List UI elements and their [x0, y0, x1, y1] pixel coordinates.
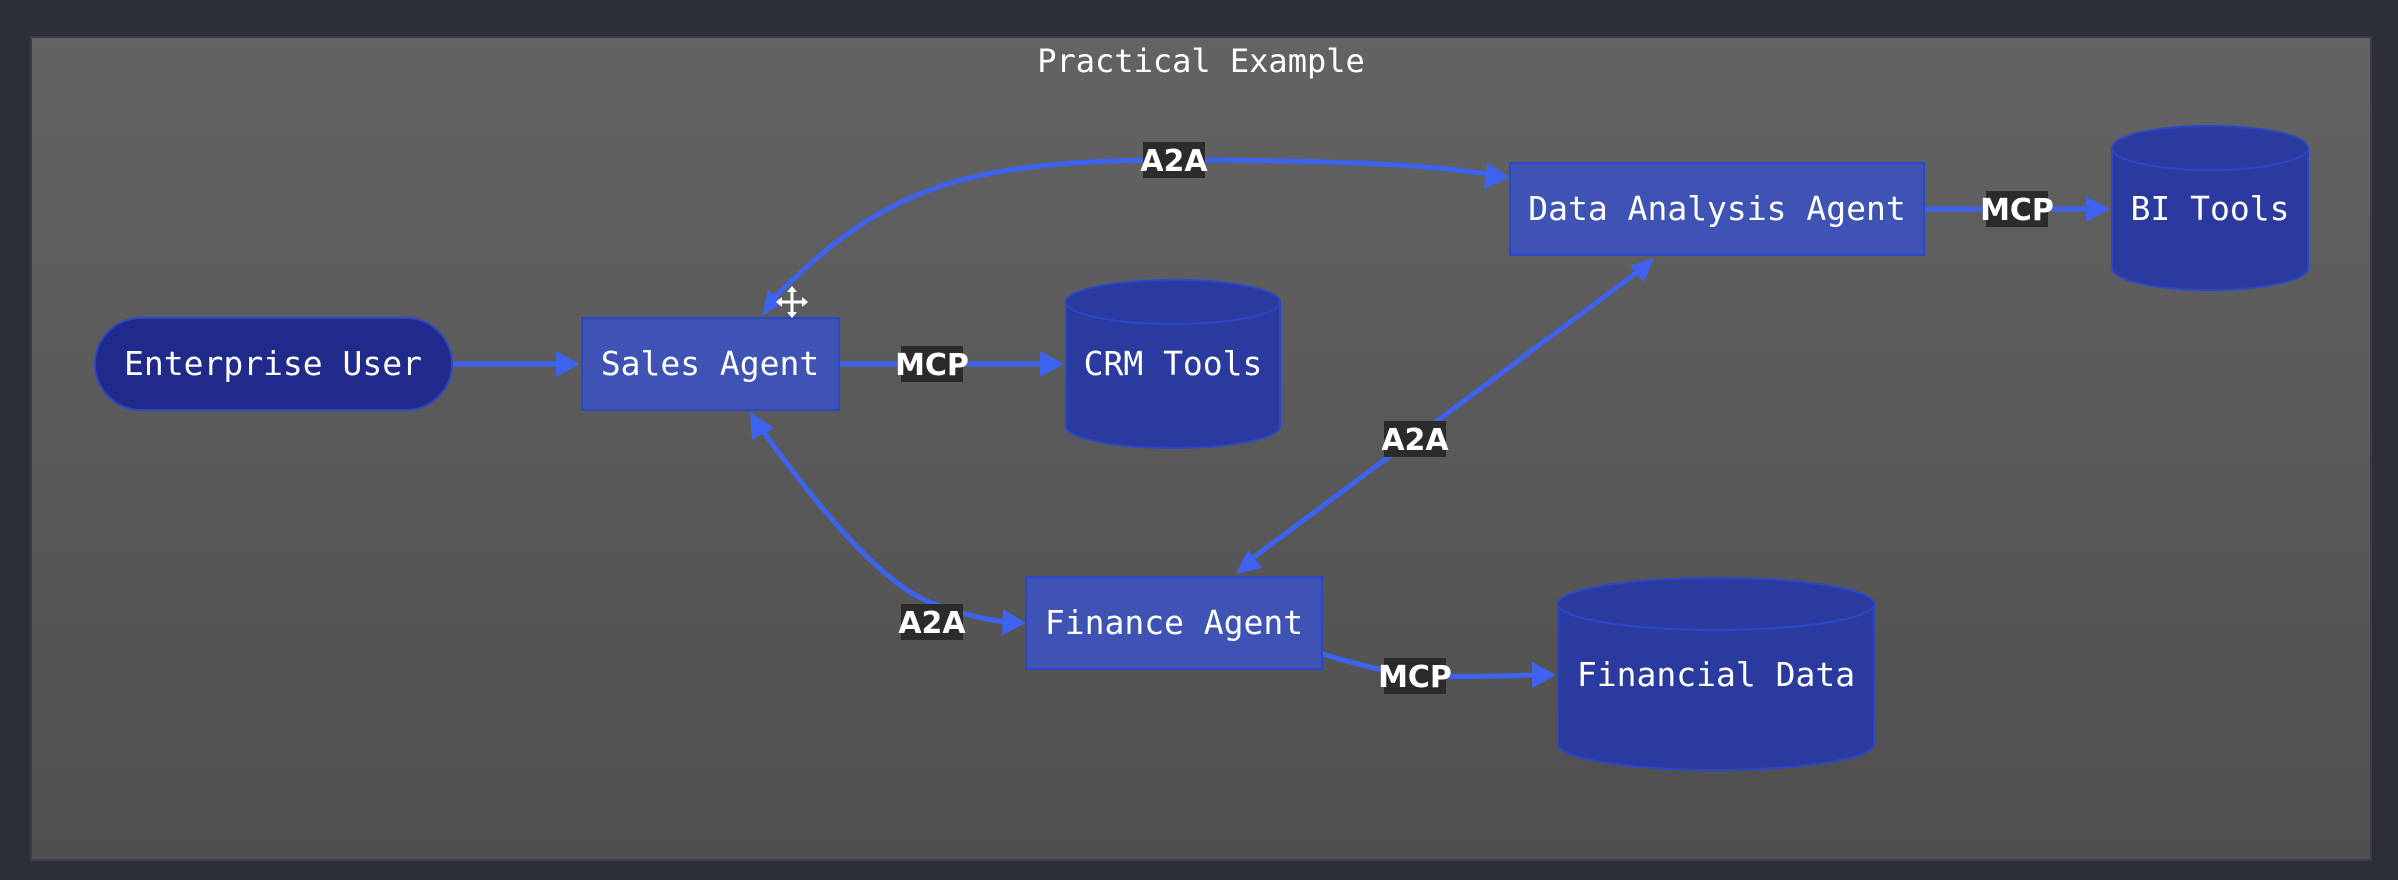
edge-data-to-bi[interactable]: MCP: [1921, 191, 2110, 228]
edge-finance-to-fdata-label: MCP: [1378, 660, 1452, 695]
edge-finance-to-fdata[interactable]: MCP: [1319, 651, 1556, 695]
edge-sales-to-data-label: A2A: [1140, 144, 1208, 179]
edge-data-to-finance-label-bg: [1384, 421, 1446, 457]
edge-sales-to-data[interactable]: A2A: [762, 142, 1510, 316]
edge-data-to-finance-tail-arrowhead: [1630, 258, 1654, 282]
move-cursor-icon: [776, 286, 808, 318]
node-data-analysis-agent-label: Data Analysis Agent: [1528, 189, 1906, 228]
edge-sales-to-crm-arrowhead: [1040, 351, 1064, 377]
edge-finance-to-fdata-label-bg: [1384, 658, 1446, 694]
node-financial-data-label: Financial Data: [1577, 655, 1855, 694]
diagram-title: Practical Example: [1037, 42, 1365, 80]
edge-user-to-sales-arrowhead: [556, 351, 580, 377]
edge-sales-to-data-label-bg: [1143, 142, 1205, 178]
node-bi-tools[interactable]: BI Tools: [2111, 125, 2309, 291]
node-finance-agent-label: Finance Agent: [1045, 603, 1303, 642]
node-finance-agent[interactable]: Finance Agent: [1025, 576, 1323, 670]
edges: MCP A2A MCP A2A: [449, 142, 2110, 695]
node-data-analysis-agent[interactable]: Data Analysis Agent: [1509, 162, 1925, 256]
edge-data-to-finance-line: [1247, 267, 1643, 563]
node-crm-tools-label: CRM Tools: [1084, 344, 1263, 383]
edge-data-to-bi-arrowhead: [2086, 196, 2110, 222]
edge-sales-to-finance-line: [759, 427, 1009, 625]
edge-user-to-sales: [449, 351, 580, 377]
edge-sales-to-crm[interactable]: MCP: [836, 346, 1064, 383]
edge-sales-to-crm-label: MCP: [895, 348, 969, 383]
node-enterprise-user-label: Enterprise User: [124, 344, 422, 383]
edge-sales-to-crm-label-bg: [901, 346, 963, 382]
node-sales-agent-label: Sales Agent: [601, 344, 820, 383]
edge-sales-to-finance-tail-arrowhead: [750, 412, 774, 440]
edge-data-to-bi-label: MCP: [1980, 193, 2054, 228]
edge-sales-to-data-arrowhead: [1484, 163, 1510, 189]
node-sales-agent[interactable]: Sales Agent: [581, 317, 840, 411]
edge-data-to-bi-label-bg: [1986, 191, 2048, 227]
edge-sales-to-finance-arrowhead: [1002, 609, 1026, 635]
edge-data-to-finance[interactable]: A2A: [1236, 258, 1654, 574]
edge-finance-to-fdata-arrowhead: [1532, 662, 1556, 688]
edge-sales-to-finance-label: A2A: [898, 606, 966, 641]
edge-sales-to-data-tail-arrowhead: [762, 290, 784, 316]
node-bi-tools-label: BI Tools: [2131, 189, 2290, 228]
node-financial-data[interactable]: Financial Data: [1557, 577, 1875, 771]
edge-sales-to-finance-label-bg: [901, 604, 963, 640]
edge-data-to-finance-label: A2A: [1381, 423, 1449, 458]
edge-data-to-finance-arrowhead: [1236, 550, 1262, 574]
edge-sales-to-finance[interactable]: A2A: [750, 412, 1026, 641]
node-crm-tools[interactable]: CRM Tools: [1065, 279, 1281, 449]
node-enterprise-user[interactable]: Enterprise User: [94, 317, 453, 411]
